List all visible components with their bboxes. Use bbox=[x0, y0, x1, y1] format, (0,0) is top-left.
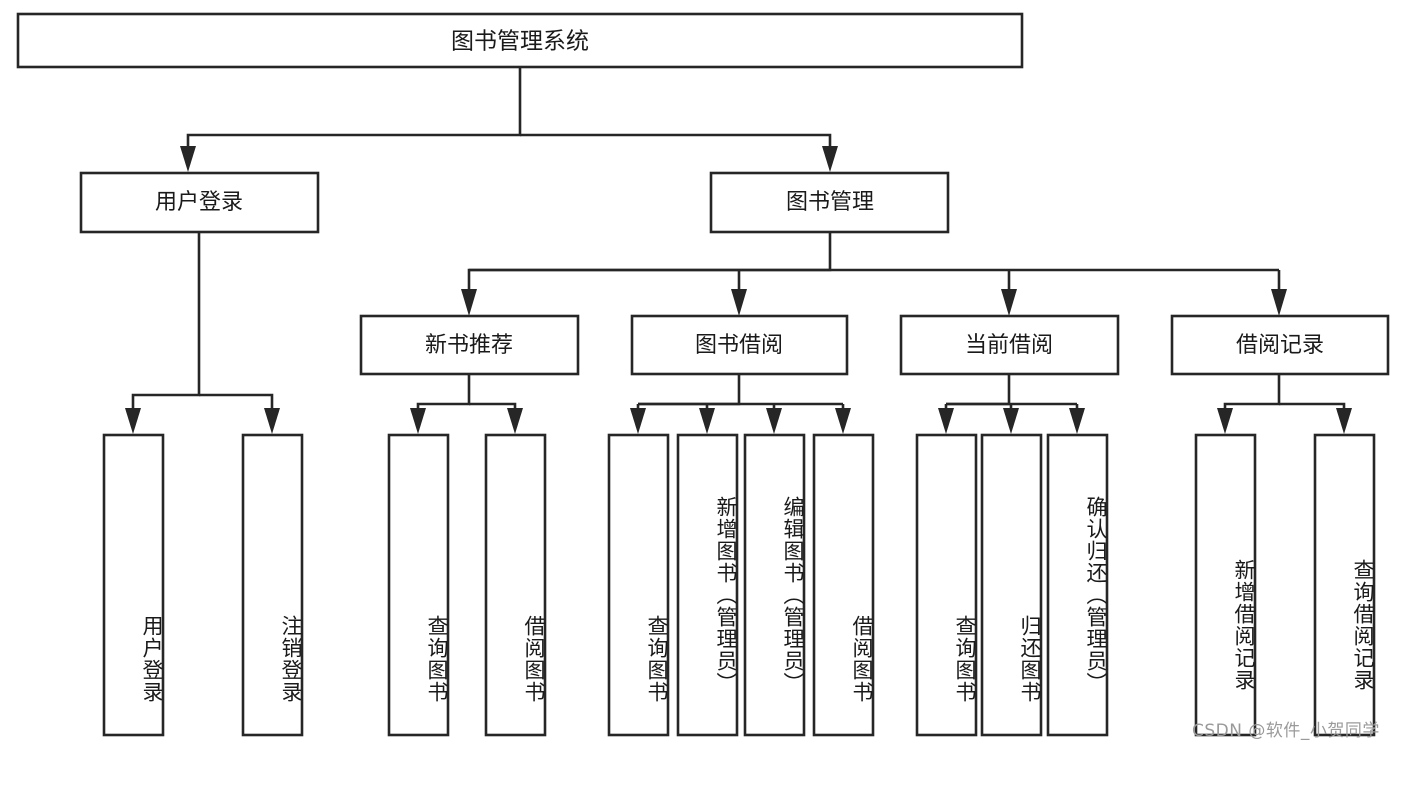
connector-record-to-leaves bbox=[1217, 374, 1352, 434]
node-current-borrow[interactable]: 当前借阅 bbox=[899, 314, 1120, 376]
arrowhead-icon bbox=[630, 408, 646, 434]
leaf-box-book-borrow-1[interactable] bbox=[676, 433, 739, 737]
connector-newbook-to-leaves bbox=[410, 374, 523, 434]
node-borrow-record[interactable]: 借阅记录 bbox=[1170, 314, 1390, 376]
connector-borrow-to-leaves bbox=[630, 374, 851, 434]
watermark-text: CSDN @软件_小贺同学 bbox=[1192, 721, 1380, 741]
leaf-box-new-book-0[interactable] bbox=[387, 433, 450, 737]
leaf-box-book-borrow-2[interactable] bbox=[743, 433, 806, 737]
node-user-login-label: 用户登录 bbox=[155, 190, 243, 215]
arrowhead-icon bbox=[125, 408, 141, 434]
arrowhead-icon bbox=[1003, 408, 1019, 434]
diagram-canvas: 图书管理系统 用户登录 图书管理 新书推荐 图书借阅 当前借阅 借阅记录 bbox=[16, 12, 1390, 737]
leaf-box-new-book-1[interactable] bbox=[484, 433, 547, 737]
node-root-label: 图书管理系统 bbox=[451, 29, 589, 55]
leaf-box-current-borrow-0[interactable] bbox=[915, 433, 978, 737]
arrowhead-icon bbox=[1217, 408, 1233, 434]
arrowhead-icon bbox=[1001, 289, 1017, 316]
leaf-box-user-login-1[interactable] bbox=[241, 433, 304, 737]
arrowhead-icon bbox=[835, 408, 851, 434]
connector-root-to-level2 bbox=[180, 67, 838, 172]
leaf-box-user-login-0[interactable] bbox=[102, 433, 165, 737]
arrowhead-icon bbox=[180, 146, 196, 172]
node-new-book-recommend[interactable]: 新书推荐 bbox=[359, 314, 580, 376]
node-user-login[interactable]: 用户登录 bbox=[79, 171, 320, 234]
connector-userlogin-to-leaves bbox=[125, 232, 280, 434]
node-book-management-label: 图书管理 bbox=[786, 190, 874, 215]
leaf-box-current-borrow-2[interactable] bbox=[1046, 433, 1109, 737]
node-book-borrow-label: 图书借阅 bbox=[695, 333, 783, 358]
arrowhead-icon bbox=[1069, 408, 1085, 434]
arrowhead-icon bbox=[1336, 408, 1352, 434]
arrowhead-icon bbox=[264, 408, 280, 434]
leaf-box-book-borrow-3[interactable] bbox=[812, 433, 875, 737]
arrowhead-icon bbox=[410, 408, 426, 434]
node-new-book-recommend-label: 新书推荐 bbox=[425, 333, 513, 358]
leaf-box-borrow-record-1[interactable] bbox=[1313, 433, 1376, 737]
arrowhead-icon bbox=[938, 408, 954, 434]
node-current-borrow-label: 当前借阅 bbox=[965, 333, 1053, 358]
arrowhead-icon bbox=[699, 408, 715, 434]
node-root-system[interactable]: 图书管理系统 bbox=[16, 12, 1024, 69]
leaf-box-book-borrow-0[interactable] bbox=[607, 433, 670, 737]
leaf-box-borrow-record-0[interactable] bbox=[1194, 433, 1257, 737]
arrowhead-icon bbox=[766, 408, 782, 434]
hierarchy-diagram: 图书管理系统 用户登录 图书管理 新书推荐 图书借阅 当前借阅 借阅记录 bbox=[16, 12, 1390, 741]
arrowhead-icon bbox=[461, 289, 477, 316]
node-borrow-record-label: 借阅记录 bbox=[1236, 333, 1324, 358]
arrowhead-icon bbox=[731, 289, 747, 316]
leaf-box-current-borrow-1[interactable] bbox=[980, 433, 1043, 737]
node-book-management[interactable]: 图书管理 bbox=[709, 171, 950, 234]
connector-bookmgmt-to-level3 bbox=[461, 232, 1287, 316]
connector-current-to-leaves bbox=[938, 374, 1085, 434]
node-book-borrow[interactable]: 图书借阅 bbox=[630, 314, 849, 376]
arrowhead-icon bbox=[822, 146, 838, 172]
arrowhead-icon bbox=[507, 408, 523, 434]
arrowhead-icon bbox=[1271, 289, 1287, 316]
